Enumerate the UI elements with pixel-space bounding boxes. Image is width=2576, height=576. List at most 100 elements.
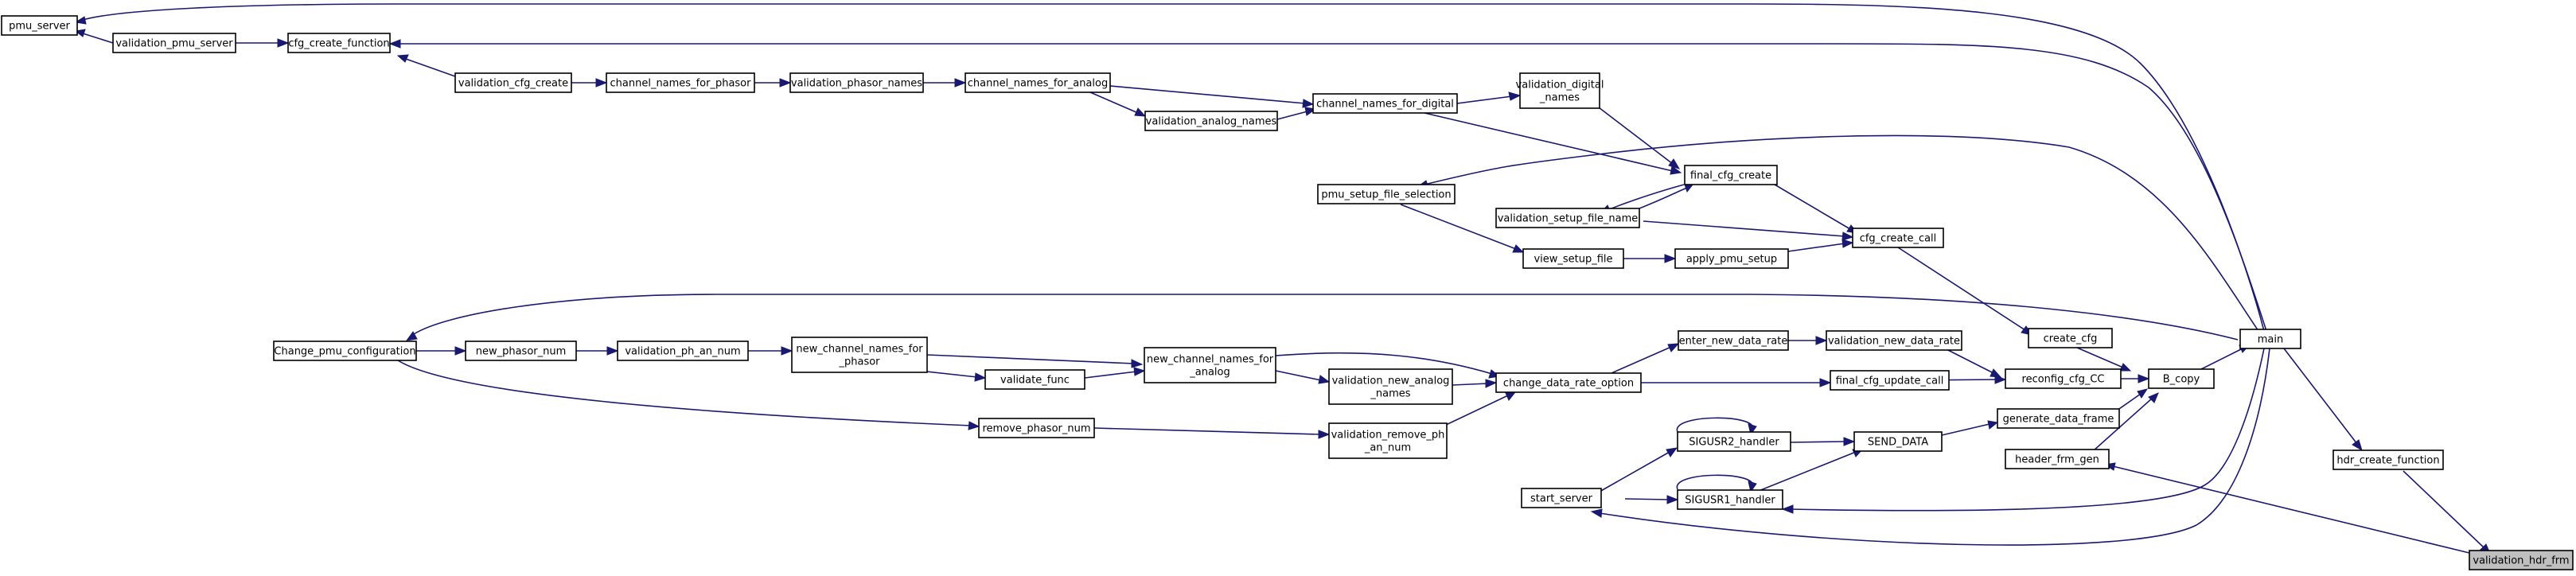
node-box [1997, 408, 2120, 429]
node-validation-analog-names[interactable]: validation_analog_names [1144, 111, 1278, 131]
node-validation-cfg-create[interactable]: validation_cfg_create [454, 72, 572, 93]
node-final-cfg-create[interactable]: final_cfg_create [1684, 165, 1778, 185]
node-cfg-create-call[interactable]: cfg_create_call [1852, 228, 1944, 248]
node-label: apply_pmu_setup [1686, 254, 1777, 266]
node-label: change_data_rate_option [1503, 378, 1634, 390]
node-apply-pmu-setup[interactable]: apply_pmu_setup [1674, 248, 1789, 269]
node-start-server[interactable]: start_server [1521, 488, 1602, 508]
node-hdr-create-function[interactable]: hdr_create_function [2332, 450, 2444, 470]
edge-pmu_setup_file_selection-view_setup_file [1400, 204, 1525, 253]
node-label: validation_analog_names [1146, 116, 1277, 128]
node-label: validation_ph_an_num [625, 346, 740, 358]
node-validation-digital-names[interactable]: validation_digital_names [1516, 72, 1604, 109]
edge-channel_names_for_digital-final_cfg_create [1424, 112, 1682, 175]
node-label: _names [1539, 92, 1580, 104]
node-b-copy[interactable]: B_copy [2148, 368, 2215, 389]
node-box [965, 72, 1111, 93]
edge-validation_ph_an_num-new_channel_names_for_phasor [748, 346, 793, 356]
edge-send_data-generate_data_frame [1941, 420, 1999, 436]
node-validation-setup-file-name[interactable]: validation_setup_file_name [1495, 208, 1640, 228]
edge-validation_digital_names-final_cfg_create [1595, 104, 1681, 169]
edge-validation_cfg_create-channel_names_for_phasor [571, 78, 608, 88]
edge-main-start_server [1590, 348, 2270, 546]
node-channel-names-for-digital[interactable]: channel_names_for_digital [1312, 93, 1458, 114]
node-label: new_phasor_num [476, 346, 567, 358]
edge-hdr_create_function-validation_hdr_frm [2403, 470, 2491, 555]
node-change-pmu-configuration[interactable]: Change_pmu_configuration [273, 341, 417, 361]
node-label: channel_names_for_analog [968, 78, 1108, 90]
node-sigusr1-handler[interactable]: SIGUSR1_handler [1677, 489, 1783, 510]
node-box [1312, 93, 1458, 114]
node-label: _an_num [1364, 442, 1411, 454]
node-new-phasor-num[interactable]: new_phasor_num [465, 341, 577, 361]
node-sigusr2-handler[interactable]: SIGUSR2_handler [1677, 431, 1791, 452]
node-validation-remove-ph-an-num[interactable]: validation_remove_ph_an_num [1328, 422, 1448, 459]
edge-validation_new_analog_names-change_data_rate_option [1452, 379, 1498, 388]
node-generate-data-frame[interactable]: generate_data_frame [1997, 408, 2120, 429]
node-pmu-setup-file-selection[interactable]: pmu_setup_file_selection [1317, 184, 1456, 204]
node-validation-hdr-frm[interactable]: validation_hdr_frm [2469, 550, 2574, 570]
edge-sigusr1_handler-send_data [1758, 448, 1865, 492]
edge-validation_cfg_create-cfg_create_function [396, 54, 456, 77]
node-label: validate_func [1000, 375, 1070, 387]
edge-main-pmu_setup_file_selection [1416, 134, 2259, 332]
node-box [2239, 329, 2301, 349]
node-label: validation_digital [1516, 80, 1604, 91]
node-send-data[interactable]: SEND_DATA [1853, 431, 1943, 452]
node-validation-ph-an-num[interactable]: validation_ph_an_num [617, 341, 749, 361]
node-box [1684, 165, 1778, 185]
node-change-data-rate-option[interactable]: change_data_rate_option [1495, 372, 1642, 393]
edge-view_setup_file-apply_pmu_setup [1623, 254, 1677, 263]
edge-final_cfg_create-cfg_create_call [1774, 184, 1859, 234]
node-remove-phasor-num[interactable]: remove_phasor_num [978, 418, 1095, 438]
node-label: validation_setup_file_name [1498, 213, 1639, 225]
node-reconfig-cfg-cc[interactable]: reconfig_cfg_CC [2005, 368, 2122, 389]
node-box [1830, 370, 1950, 391]
node-validate-func[interactable]: validate_func [984, 369, 1085, 390]
node-box [791, 337, 928, 373]
node-label: channel_names_for_phasor [610, 78, 752, 90]
edge-remove_phasor_num-validation_remove_ph_an_num [1093, 427, 1331, 439]
node-new-channel-names-for-analog[interactable]: new_channel_names_for_analog [1144, 347, 1276, 383]
node-validation-phasor-names[interactable]: validation_phasor_names [789, 72, 924, 93]
node-box [1, 15, 78, 36]
node-validation-new-analog-names[interactable]: validation_new_analog_names [1328, 368, 1453, 405]
node-label: new_channel_names_for [796, 344, 923, 356]
node-header-frm-gen[interactable]: header_frm_gen [2005, 449, 2110, 469]
node-main[interactable]: main [2239, 329, 2301, 349]
edge-validation_setup_file_name-cfg_create_call [1643, 220, 1854, 241]
edge-validation_phasor_names-channel_names_for_analog [923, 78, 967, 88]
node-new-channel-names-for-phasor[interactable]: new_channel_names_for_phasor [791, 337, 928, 373]
node-channel-names-for-phasor[interactable]: channel_names_for_phasor [606, 72, 755, 93]
node-label: validation_pmu_server [115, 38, 233, 50]
node-validation-pmu-server[interactable]: validation_pmu_server [112, 33, 236, 53]
node-box [2332, 450, 2444, 470]
edge-new_phasor_num-validation_ph_an_num [576, 346, 619, 356]
node-label: _analog [1189, 367, 1230, 379]
node-final-cfg-update-call[interactable]: final_cfg_update_call [1830, 370, 1950, 391]
node-view-setup-file[interactable]: view_setup_file [1522, 248, 1624, 269]
edge-sigusr1_handler-sigusr1_handler [1676, 474, 1757, 493]
node-label: enter_new_data_rate [1679, 336, 1788, 348]
node-label: channel_names_for_digital [1316, 99, 1454, 111]
nodes: pmu_server validation_pmu_server cfg_creat… [1, 15, 2574, 570]
node-box [2005, 368, 2122, 389]
node-box [454, 72, 572, 93]
edge-validation_pmu_server-pmu_server [74, 29, 114, 44]
node-label: SEND_DATA [1868, 437, 1928, 449]
node-pmu-server[interactable]: pmu_server [1, 15, 78, 36]
node-channel-names-for-analog[interactable]: channel_names_for_analog [965, 72, 1111, 93]
edge-validation_hdr_frm-header_frm_gen [2103, 462, 2470, 554]
node-label: generate_data_frame [2003, 414, 2114, 426]
node-box [1853, 431, 1943, 452]
node-box [1852, 228, 1944, 248]
node-enter-new-data-rate[interactable]: enter_new_data_rate [1678, 330, 1789, 351]
node-label: start_server [1530, 493, 1593, 505]
node-validation-new-data-rate[interactable]: validation_new_data_rate [1826, 330, 1962, 351]
node-box [1826, 330, 1962, 351]
node-create-cfg[interactable]: create_cfg [2028, 328, 2113, 348]
edge-validation_pmu_server-cfg_create_function [236, 38, 290, 48]
node-label: validation_new_data_rate [1828, 336, 1960, 348]
node-cfg-create-function[interactable]: cfg_create_function [287, 33, 391, 53]
node-label: reconfig_cfg_CC [2022, 374, 2105, 386]
